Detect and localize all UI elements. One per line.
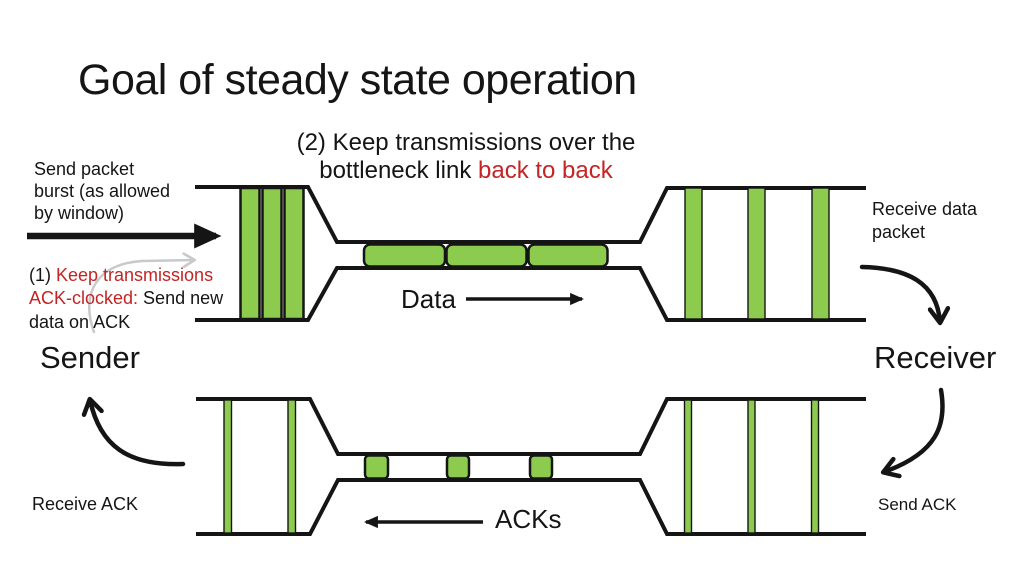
note1-prefix: (1) [29, 265, 56, 285]
acks-label: ACKs [495, 504, 562, 534]
note2-line2: bottleneck link back to back [283, 157, 649, 185]
bottleneck-data-packets [362, 243, 609, 268]
note1-black2: Send new [138, 288, 224, 309]
receive-ack-curve-arrow [81, 396, 186, 467]
burst-line1: Send packet [34, 159, 135, 179]
receiver-buffer-packets [684, 187, 830, 320]
note-ack-clocked: (1) Keep transmissions ACK-clocked: Send… [29, 264, 223, 334]
receive-data-curve-arrow [859, 264, 951, 326]
ack-clock-faint-arrow [88, 252, 197, 334]
note1-line1: (1) Keep transmissions [29, 264, 223, 287]
send-ack-curve-arrow [880, 387, 945, 479]
bottleneck-ack-packets [363, 454, 554, 480]
note2-line2-black: bottleneck link [319, 157, 478, 185]
ack-pipe [196, 397, 866, 536]
data-label: Data [401, 284, 456, 314]
send-ack-label: Send ACK [878, 495, 957, 514]
rdp-line1: Receive data [872, 199, 978, 219]
note-bottleneck-back-to-back: (2) Keep transmissions over the bottlene… [283, 129, 649, 185]
slide-title: Goal of steady state operation [78, 56, 637, 104]
burst-line3: by window) [34, 203, 125, 224]
rdp-line2: packet [872, 221, 926, 242]
note1-red1: Keep transmissions [56, 265, 214, 285]
note1-line2: ACK-clocked: Send new [29, 287, 223, 310]
receiver-label: Receiver [874, 340, 997, 375]
note2-line1: (2) Keep transmissions over the [296, 129, 636, 156]
burst-line2: burst (as allowed [34, 181, 171, 202]
sender-label: Sender [40, 340, 140, 375]
note1-line3: data on ACK [29, 311, 131, 332]
receive-data-packet-label: Receive data packet [872, 198, 977, 243]
note-send-packet-burst: Send packet burst (as allowed by window) [34, 158, 170, 224]
sender-queue-packets [239, 186, 305, 321]
note2-line2-red: back to back [478, 157, 613, 185]
note1-red2: ACK-clocked: [29, 288, 139, 309]
ack-queue-packets-sender-side [223, 399, 297, 534]
ack-packets-receiver-side [683, 399, 820, 534]
receive-ack-label: Receive ACK [32, 494, 139, 514]
